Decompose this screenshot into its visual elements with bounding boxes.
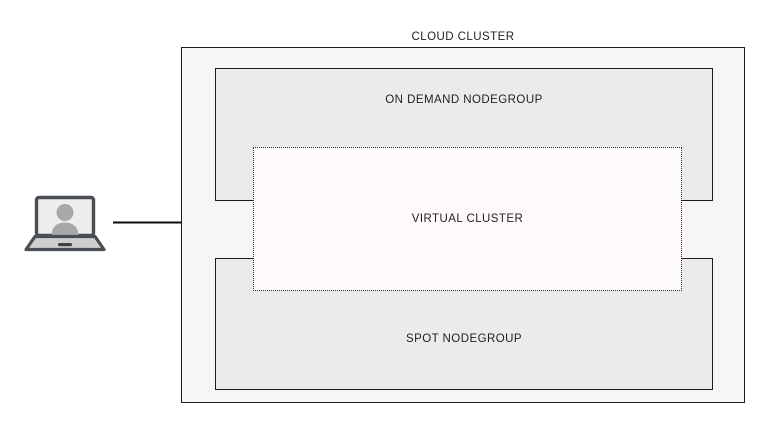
laptop-user-icon: [22, 195, 108, 253]
cloud-cluster-label: CLOUD CLUSTER: [411, 31, 515, 43]
virtual-cluster-box: VIRTUAL CLUSTER: [253, 147, 682, 291]
on-demand-nodegroup-label: ON DEMAND NODEGROUP: [385, 94, 543, 106]
spot-nodegroup-label: SPOT NODEGROUP: [406, 333, 522, 345]
virtual-cluster-label: VIRTUAL CLUSTER: [411, 213, 524, 225]
